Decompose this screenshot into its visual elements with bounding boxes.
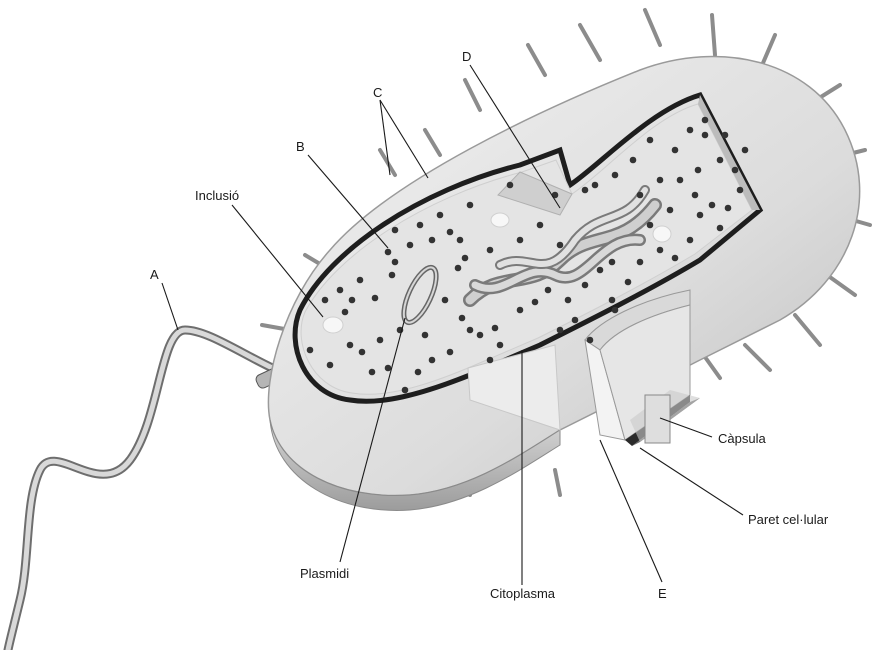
- ribosome: [657, 177, 664, 184]
- ribosome: [392, 227, 399, 234]
- ribosome: [337, 287, 344, 294]
- ribosome: [492, 325, 499, 332]
- ribosome: [342, 309, 349, 316]
- ribosome: [677, 177, 684, 184]
- ribosome: [477, 332, 484, 339]
- ribosome: [582, 187, 589, 194]
- ribosome: [415, 369, 422, 376]
- ribosome: [597, 267, 604, 274]
- ribosome: [347, 342, 354, 349]
- ribosome: [429, 357, 436, 364]
- label-d: D: [462, 49, 471, 64]
- ribosome: [717, 225, 724, 232]
- label-citoplasma: Citoplasma: [490, 586, 556, 601]
- ribosome: [467, 202, 474, 209]
- ribosome: [587, 337, 594, 344]
- ribosome: [722, 132, 729, 139]
- ribosome: [582, 282, 589, 289]
- ribosome: [647, 222, 654, 229]
- ribosome: [637, 192, 644, 199]
- ribosome: [742, 147, 749, 154]
- ribosome: [695, 167, 702, 174]
- ribosome: [487, 247, 494, 254]
- ribosome: [389, 272, 396, 279]
- ribosome: [385, 249, 392, 256]
- ribosome: [687, 237, 694, 244]
- ribosome: [517, 237, 524, 244]
- ribosome: [630, 157, 637, 164]
- ribosome: [437, 212, 444, 219]
- ribosome: [572, 317, 579, 324]
- ribosome: [407, 242, 414, 249]
- ribosome: [357, 277, 364, 284]
- ribosome: [442, 297, 449, 304]
- ribosome: [672, 147, 679, 154]
- ribosome: [609, 259, 616, 266]
- ribosome: [565, 297, 572, 304]
- ribosome: [692, 192, 699, 199]
- ribosome: [702, 132, 709, 139]
- label-plasmidi: Plasmidi: [300, 566, 349, 581]
- ribosome: [417, 222, 424, 229]
- ribosome: [637, 259, 644, 266]
- ribosome: [537, 222, 544, 229]
- ribosome: [709, 202, 716, 209]
- ribosome: [467, 327, 474, 334]
- ribosome: [672, 255, 679, 262]
- ribosome: [322, 297, 329, 304]
- ribosome: [545, 287, 552, 294]
- ribosome: [459, 315, 466, 322]
- label-a: A: [150, 267, 159, 282]
- label-b: B: [296, 139, 305, 154]
- ribosome: [557, 242, 564, 249]
- ribosome: [687, 127, 694, 134]
- ribosome: [647, 137, 654, 144]
- ribosome: [359, 349, 366, 356]
- ribosome: [517, 307, 524, 314]
- ribosome: [392, 259, 399, 266]
- ribosome: [429, 237, 436, 244]
- ribosome: [625, 279, 632, 286]
- ribosome: [507, 182, 514, 189]
- ribosome: [609, 297, 616, 304]
- ribosome: [377, 337, 384, 344]
- ribosome: [307, 347, 314, 354]
- ribosome: [657, 247, 664, 254]
- ribosome: [497, 342, 504, 349]
- ribosome: [697, 212, 704, 219]
- ribosome: [612, 172, 619, 179]
- ribosome: [667, 207, 674, 214]
- ribosome: [612, 307, 619, 314]
- label-paret-cellular: Paret cel·lular: [748, 512, 829, 527]
- ribosome: [372, 295, 379, 302]
- label-e: E: [658, 586, 667, 601]
- ribosome: [592, 182, 599, 189]
- ribosome: [732, 167, 739, 174]
- ribosome: [457, 237, 464, 244]
- ribosome: [455, 265, 462, 272]
- ribosome: [369, 369, 376, 376]
- ribosome: [462, 255, 469, 262]
- ribosome: [737, 187, 744, 194]
- ribosome: [327, 362, 334, 369]
- ribosome: [402, 387, 409, 394]
- ribosome: [725, 205, 732, 212]
- ribosome: [447, 229, 454, 236]
- ribosome: [557, 327, 564, 334]
- label-capsula: Càpsula: [718, 431, 766, 446]
- ribosome: [422, 332, 429, 339]
- ribosome: [717, 157, 724, 164]
- ribosome: [447, 349, 454, 356]
- ribosome: [349, 297, 356, 304]
- label-c: C: [373, 85, 382, 100]
- ribosome: [487, 357, 494, 364]
- label-inclusio: Inclusió: [195, 188, 239, 203]
- ribosome: [385, 365, 392, 372]
- ribosome: [532, 299, 539, 306]
- ribosome: [702, 117, 709, 124]
